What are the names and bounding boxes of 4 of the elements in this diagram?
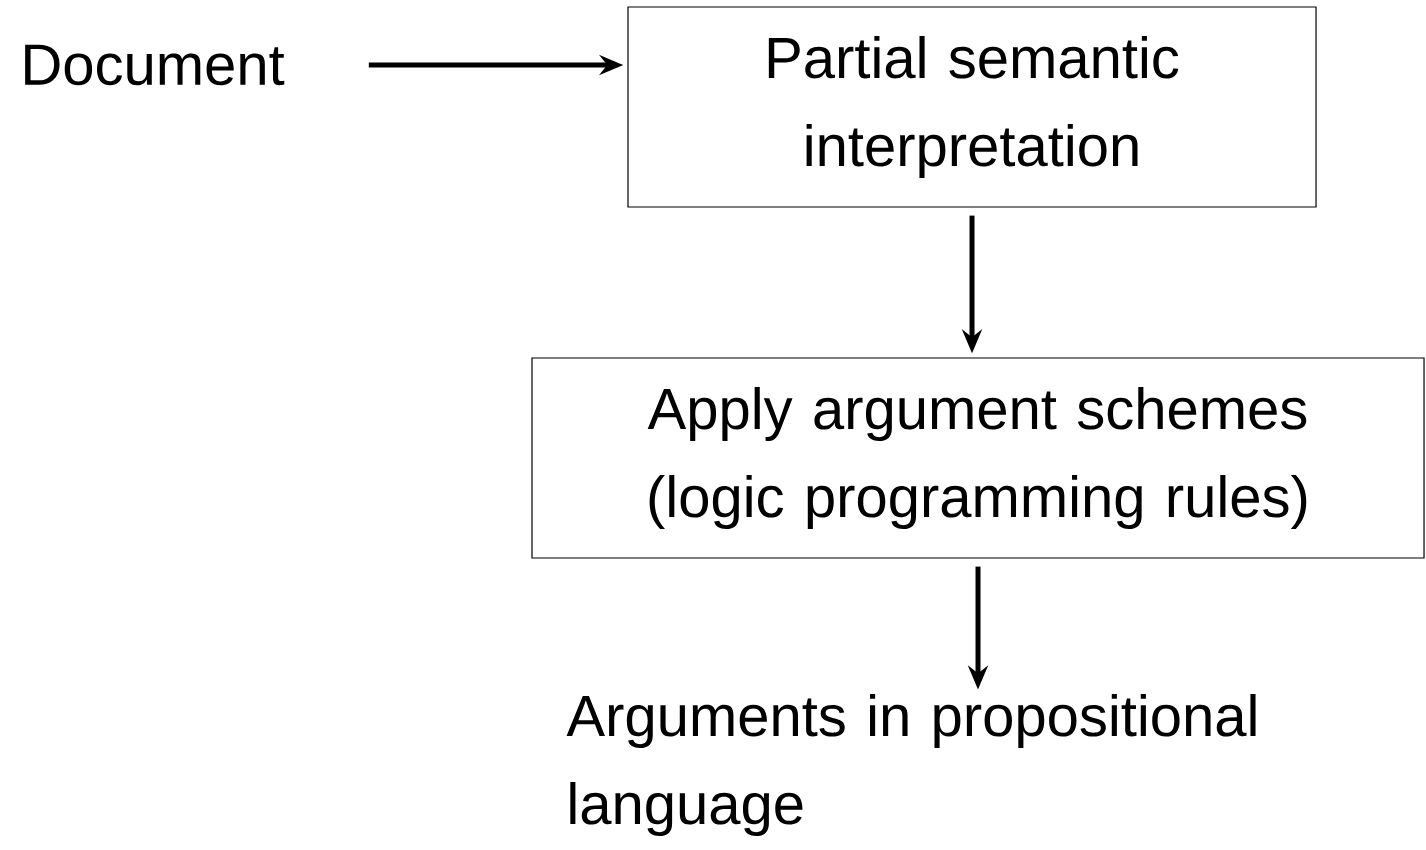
flow-label: Document	[25, 44, 285, 86]
flow-label: Arguments in propositional language	[566, 693, 1256, 837]
process-box: Partial semantic interpretation	[627, 6, 1317, 208]
process-box: Apply argument schemes (logic programming rules)	[531, 357, 1425, 559]
